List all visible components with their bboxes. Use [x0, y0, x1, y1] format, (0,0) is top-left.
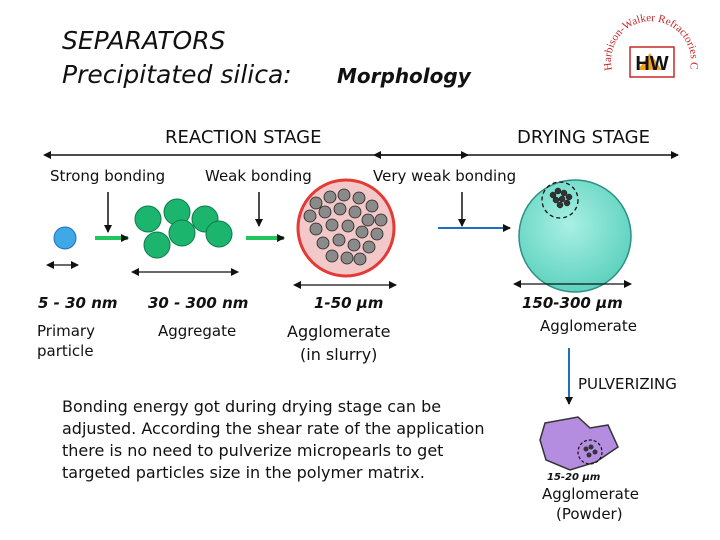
strong-bonding-label: Strong bonding — [50, 167, 166, 185]
harbison-walker-logo — [629, 46, 675, 78]
powder-inset-cluster — [583, 444, 598, 458]
slurry-size-label: 1-50 µm — [314, 294, 384, 312]
slurry-agglomerate-label-2: (in slurry) — [300, 345, 378, 364]
weak-bonding-label: Weak bonding — [205, 167, 312, 185]
logo-mark: HW — [635, 53, 668, 75]
powder-size-label: 15-20 µm — [547, 472, 601, 483]
primary-particle-label-2: particle — [37, 342, 94, 360]
logo-arc-text: Harbison-Walker Refractories Company — [0, 0, 700, 71]
powder-inset-ring — [577, 439, 603, 465]
title-emphasis: Morphology — [337, 64, 471, 88]
dried-inset-cluster — [549, 187, 573, 209]
aggregate-cluster — [134, 198, 233, 259]
dried-agglomerate-label: Agglomerate — [540, 317, 637, 335]
pulverizing-label: PULVERIZING — [578, 375, 677, 393]
slurry-particles — [303, 188, 388, 266]
powder-agglomerate-label-1: Agglomerate — [542, 485, 639, 503]
title-line-1: SEPARATORS — [62, 26, 226, 55]
slurry-agglomerate-label-1: Agglomerate — [287, 322, 391, 341]
powder-particle — [539, 416, 619, 471]
title-line-2: Precipitated silica: — [62, 60, 292, 89]
aggregate-size-label: 30 - 300 nm — [148, 294, 249, 312]
dried-size-label: 150-300 µm — [522, 294, 623, 312]
primary-size-label: 5 - 30 nm — [38, 294, 118, 312]
dried-agglomerate — [518, 179, 632, 293]
very-weak-bonding-label: Very weak bonding — [373, 167, 517, 185]
reaction-stage-label: REACTION STAGE — [165, 127, 322, 148]
primary-particle — [53, 226, 77, 250]
drying-stage-label: DRYING STAGE — [517, 127, 650, 148]
explanation-text: Bonding energy got during drying stage c… — [62, 397, 485, 482]
powder-agglomerate-label-2: (Powder) — [556, 505, 623, 523]
aggregate-label: Aggregate — [158, 322, 237, 340]
primary-particle-label-1: Primary — [37, 322, 95, 340]
dried-inset-ring — [541, 181, 579, 219]
